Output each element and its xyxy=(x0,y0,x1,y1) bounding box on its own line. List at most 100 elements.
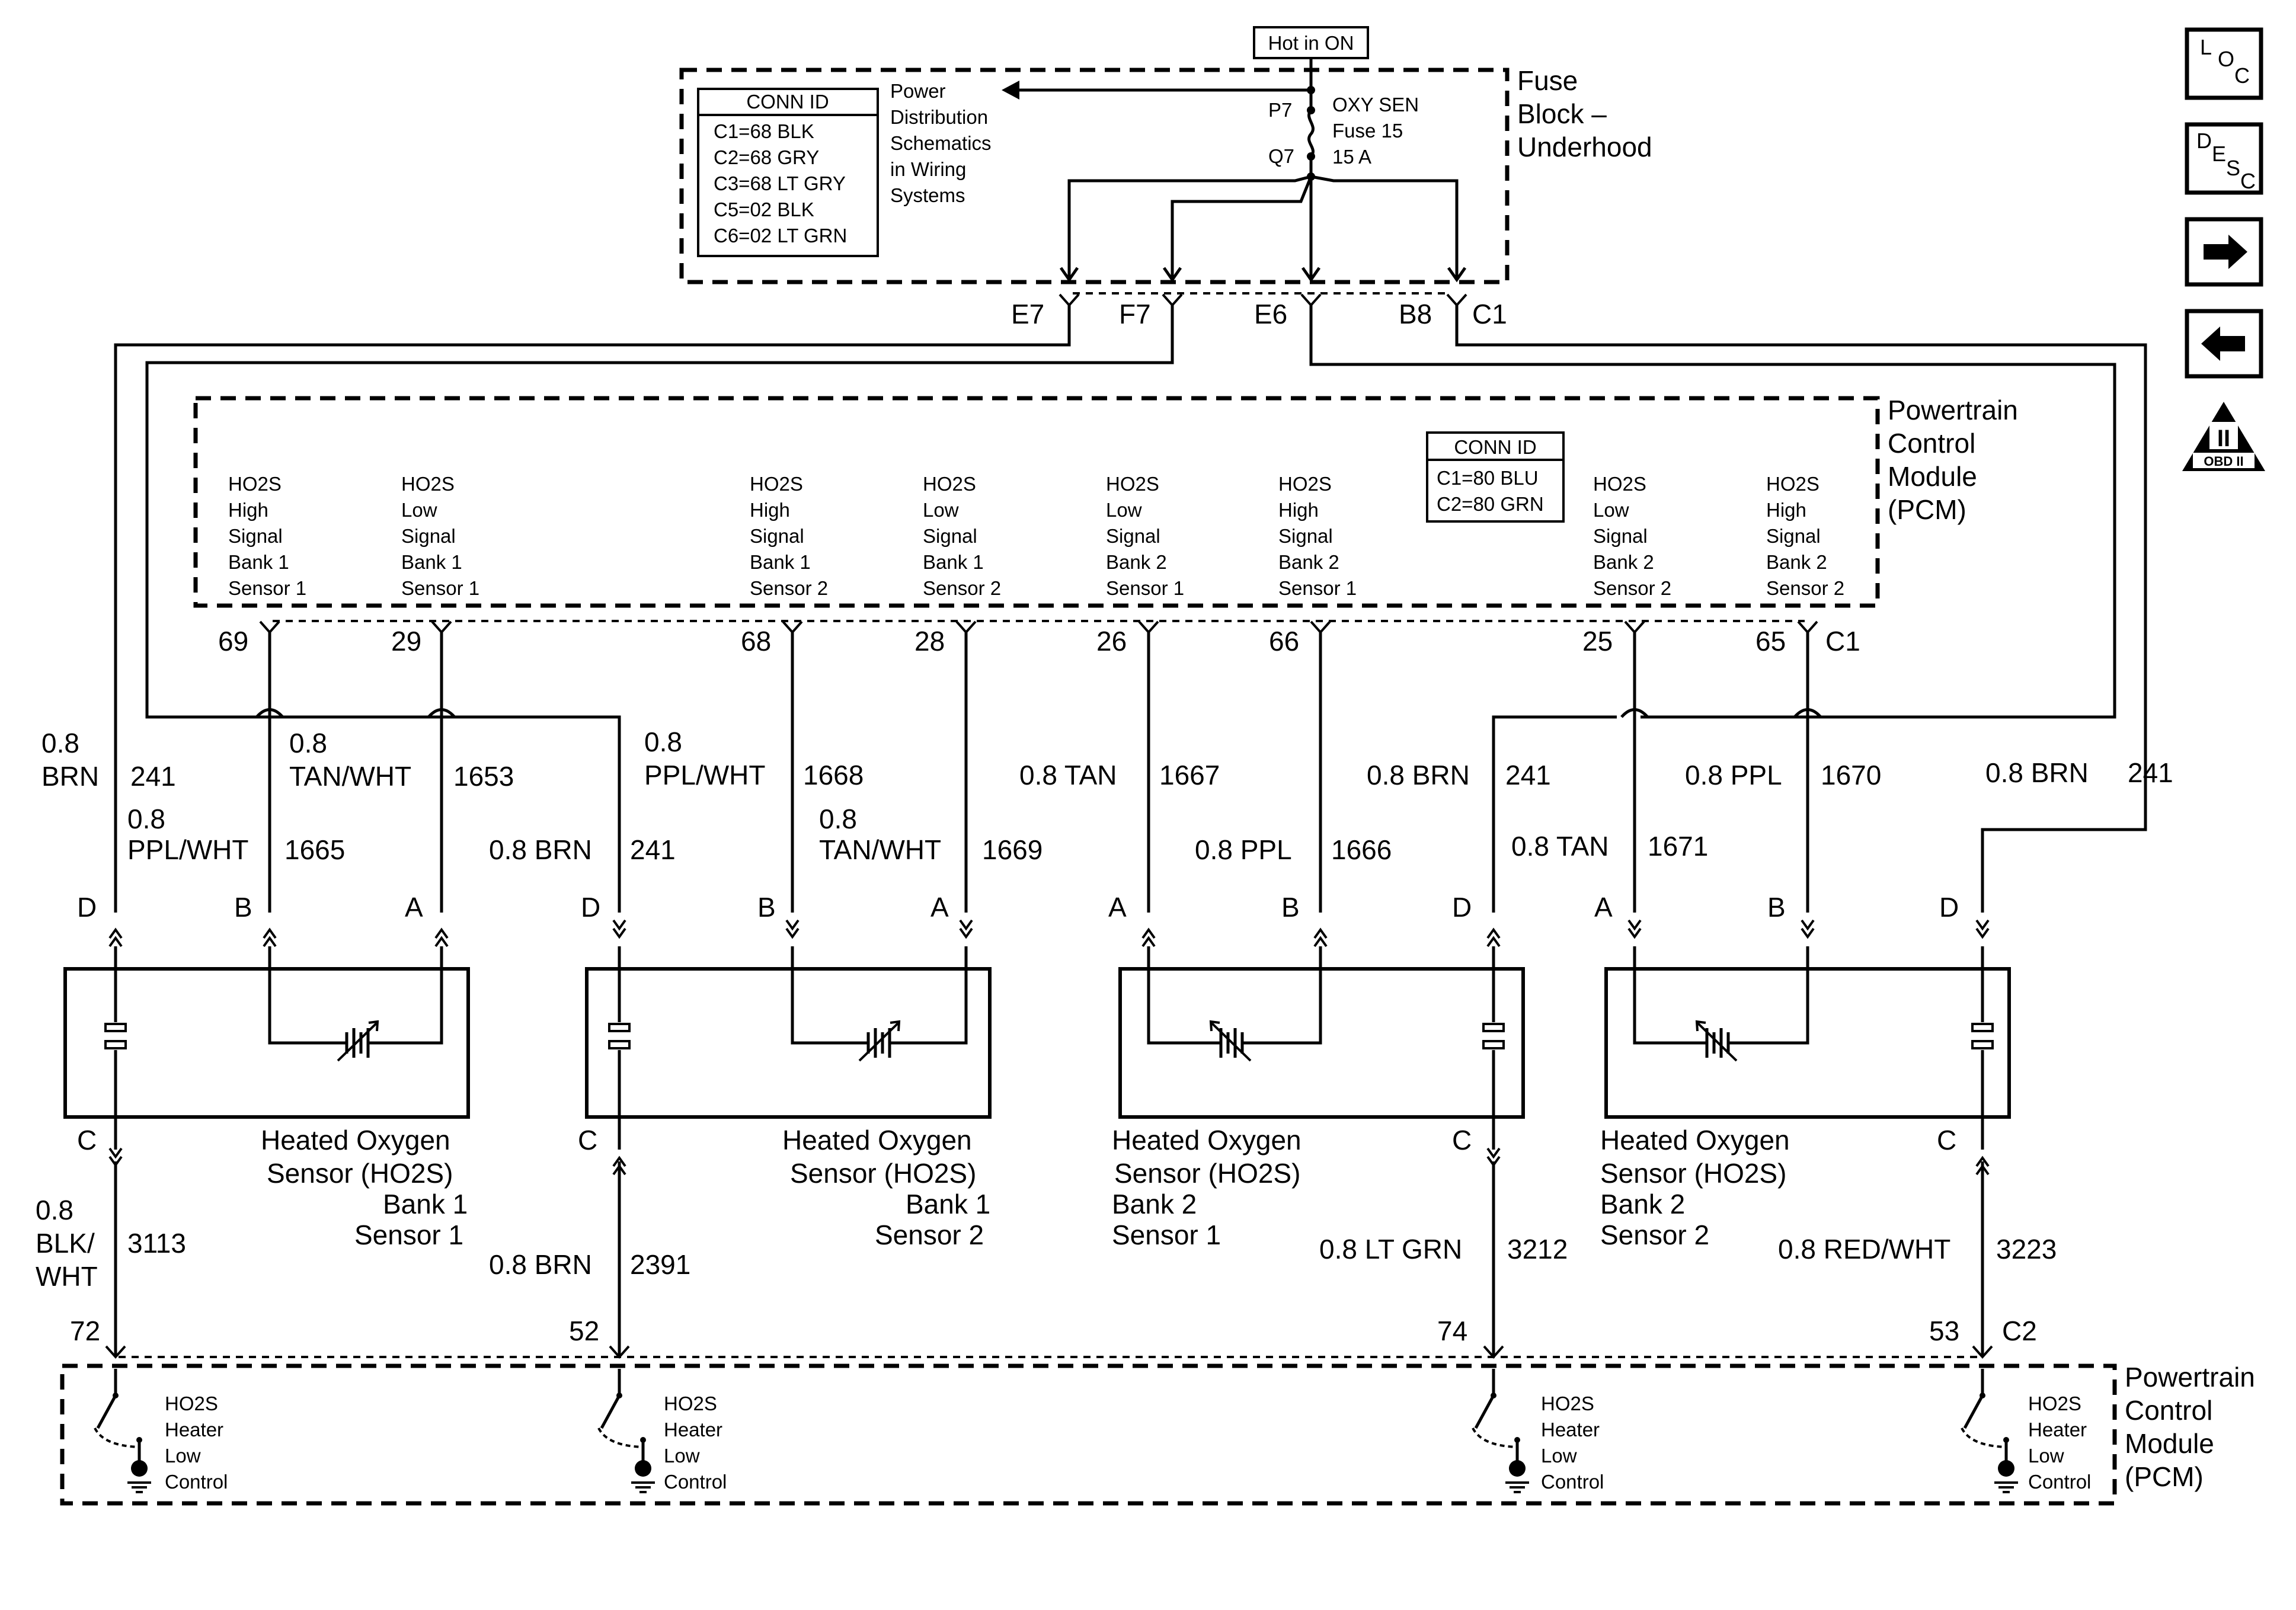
svg-text:S: S xyxy=(2226,156,2240,180)
sensor-element-icon xyxy=(1209,1020,1256,1062)
svg-text:High: High xyxy=(228,499,268,521)
svg-text:1665: 1665 xyxy=(284,834,345,865)
svg-text:0.8: 0.8 xyxy=(127,804,165,834)
sensor-bank1-sensor1[interactable]: D B A C Heated Oxygen Sensor (HO2S) Bank… xyxy=(63,892,470,1250)
heater-driver-2: HO2S Heater Low Control xyxy=(597,1369,727,1493)
svg-text:Sensor 2: Sensor 2 xyxy=(1766,577,1844,599)
svg-text:0.8 BRN: 0.8 BRN xyxy=(1985,757,2089,788)
svg-text:D: D xyxy=(77,892,97,923)
pcm-top-title-4: (PCM) xyxy=(1888,494,1966,525)
pcm-pin-72: 72 xyxy=(70,1315,100,1346)
svg-text:C: C xyxy=(2240,169,2256,193)
svg-text:D: D xyxy=(1452,892,1472,923)
svg-text:A: A xyxy=(1108,892,1127,923)
svg-text:Sensor 2: Sensor 2 xyxy=(1600,1219,1709,1250)
svg-text:1670: 1670 xyxy=(1821,760,1881,790)
svg-text:Sensor 1: Sensor 1 xyxy=(401,577,479,599)
svg-text:Sensor 2: Sensor 2 xyxy=(750,577,828,599)
desc-button[interactable]: D E S C xyxy=(2185,122,2263,195)
svg-text:0.8: 0.8 xyxy=(289,728,327,758)
svg-text:Signal: Signal xyxy=(923,525,977,547)
svg-text:Bank 2: Bank 2 xyxy=(1112,1189,1197,1219)
svg-text:HO2S: HO2S xyxy=(923,473,976,495)
svg-text:C: C xyxy=(2234,63,2250,88)
pcm-connector-c2: C2 xyxy=(2002,1315,2037,1346)
svg-text:Power: Power xyxy=(890,80,946,102)
svg-text:High: High xyxy=(1278,499,1319,521)
svg-text:Bank 2: Bank 2 xyxy=(1600,1189,1685,1219)
svg-text:0.8: 0.8 xyxy=(36,1195,73,1225)
pcm-pin-69: 69 xyxy=(218,626,248,657)
svg-text:O: O xyxy=(2218,47,2234,71)
svg-text:Sensor 2: Sensor 2 xyxy=(923,577,1001,599)
svg-text:Bank 1: Bank 1 xyxy=(401,551,462,573)
svg-text:Heater: Heater xyxy=(664,1419,722,1441)
pcm-top-title-1: Powertrain xyxy=(1888,395,2018,425)
svg-text:0.8: 0.8 xyxy=(819,804,857,834)
svg-text:1667: 1667 xyxy=(1159,760,1220,790)
fuse-conn-id-1: C1=68 BLK xyxy=(714,120,814,142)
conn-e7: E7 xyxy=(1011,299,1044,329)
svg-text:(PCM): (PCM) xyxy=(2125,1461,2204,1492)
svg-text:0.8 PPL: 0.8 PPL xyxy=(1685,760,1782,790)
previous-page-arrow-icon[interactable] xyxy=(2185,309,2263,379)
fuse-name: OXY SEN xyxy=(1332,94,1419,116)
sensor-bank1-sensor2[interactable]: D B A C Heated Oxygen Sensor (HO2S) Bank… xyxy=(578,892,992,1250)
svg-text:0.8 LT GRN: 0.8 LT GRN xyxy=(1319,1234,1462,1265)
svg-text:0.8 BRN: 0.8 BRN xyxy=(1367,760,1470,790)
heater-driver-3: HO2S Heater Low Control xyxy=(1472,1369,1604,1493)
svg-text:Schematics: Schematics xyxy=(890,132,992,154)
svg-text:0.8 TAN: 0.8 TAN xyxy=(1019,760,1117,790)
svg-text:0.8 RED/WHT: 0.8 RED/WHT xyxy=(1778,1234,1950,1265)
svg-text:Low: Low xyxy=(2028,1445,2064,1467)
svg-text:HO2S: HO2S xyxy=(1541,1393,1594,1414)
svg-text:Signal: Signal xyxy=(750,525,804,547)
svg-text:Low: Low xyxy=(165,1445,201,1467)
svg-text:HO2S: HO2S xyxy=(750,473,803,495)
svg-text:HO2S: HO2S xyxy=(1278,473,1332,495)
svg-text:Sensor 1: Sensor 1 xyxy=(1112,1219,1221,1250)
power-distribution-note[interactable]: Power Distribution Schematics in Wiring … xyxy=(890,80,992,206)
svg-text:Control: Control xyxy=(664,1471,727,1493)
pcm-top: Powertrain Control Module (PCM) CONN ID … xyxy=(193,395,2018,608)
svg-text:BLK/: BLK/ xyxy=(36,1228,95,1259)
svg-text:A: A xyxy=(405,892,423,923)
svg-text:HO2S: HO2S xyxy=(228,473,282,495)
pcm-pin-26: 26 xyxy=(1096,626,1127,657)
svg-text:3223: 3223 xyxy=(1996,1234,2057,1265)
svg-text:Bank 2: Bank 2 xyxy=(1106,551,1167,573)
loc-button[interactable]: L O C xyxy=(2185,27,2263,100)
next-page-arrow-icon[interactable] xyxy=(2185,217,2263,287)
svg-text:Sensor 2: Sensor 2 xyxy=(1593,577,1671,599)
pcm-top-title-2: Control xyxy=(1888,428,1975,459)
svg-text:241: 241 xyxy=(2128,757,2173,788)
pcm-pin-52: 52 xyxy=(569,1315,599,1346)
svg-text:Powertrain: Powertrain xyxy=(2125,1362,2255,1393)
svg-text:HO2S: HO2S xyxy=(1593,473,1646,495)
pcm-top-title-3: Module xyxy=(1888,461,1977,492)
fuse-q7: Q7 xyxy=(1268,145,1294,167)
svg-text:Control: Control xyxy=(2125,1395,2212,1426)
fuse-conn-id-2: C2=68 GRY xyxy=(714,146,819,168)
svg-text:Heater: Heater xyxy=(1541,1419,1600,1441)
svg-text:Bank 2: Bank 2 xyxy=(1766,551,1827,573)
svg-text:Heater: Heater xyxy=(2028,1419,2087,1441)
pcm-pin-74: 74 xyxy=(1437,1315,1467,1346)
svg-text:Sensor 1: Sensor 1 xyxy=(1278,577,1357,599)
svg-text:A: A xyxy=(1594,892,1613,923)
svg-text:High: High xyxy=(750,499,790,521)
svg-text:2391: 2391 xyxy=(630,1249,690,1280)
svg-text:Heated Oxygen: Heated Oxygen xyxy=(1112,1125,1302,1156)
svg-text:3212: 3212 xyxy=(1507,1234,1568,1265)
fuse-15: P7 Q7 OXY SEN Fuse 15 15 A xyxy=(1268,94,1419,168)
obd-ii-icon[interactable]: II OBD II xyxy=(2182,402,2265,471)
svg-text:B: B xyxy=(1767,892,1786,923)
svg-text:D: D xyxy=(2196,129,2212,153)
sensor-bank2-sensor1[interactable]: A B D C Heated Oxygen Sensor (HO2S) Bank… xyxy=(1108,892,1525,1250)
conn-f7: F7 xyxy=(1119,299,1151,329)
sensor-bank2-sensor2[interactable]: A B D C Heated Oxygen Sensor (HO2S) Bank… xyxy=(1594,892,2011,1250)
